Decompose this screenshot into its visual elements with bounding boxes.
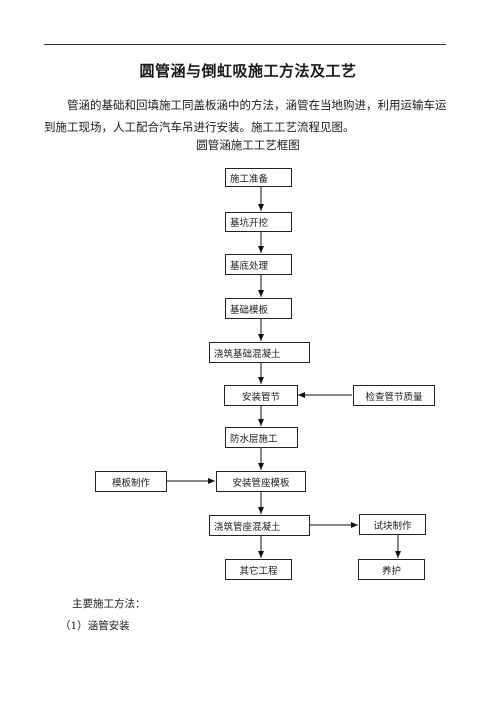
header-rule: [44, 44, 446, 45]
section-item-1: （1）涵管安装: [60, 620, 130, 632]
figure-caption: 圆管涵施工工艺框图: [196, 138, 300, 152]
flow-step-pour-foundation: 浇筑基础混凝土: [209, 342, 310, 363]
flow-step-pour-seat: 浇筑管座混凝土: [209, 515, 310, 536]
flow-step-foundation-formwork: 基础模板: [225, 298, 292, 319]
flow-side-inspect-quality: 检查管节质量: [353, 385, 435, 406]
intro-paragraph: 管涵的基础和回填施工同盖板涵中的方法，涵管在当地购进，利用运输车运到施工现场，人…: [44, 98, 447, 134]
flow-step-install-pipe: 安装管节: [224, 385, 298, 406]
flow-side-formwork-making: 模板制作: [95, 471, 167, 492]
flow-step-base-treatment: 基底处理: [225, 254, 292, 275]
flow-step-prepare: 施工准备: [225, 168, 292, 187]
flow-step-other-works: 其它工程: [225, 559, 292, 580]
flow-side-curing: 养护: [358, 559, 425, 580]
main-methods-heading: 主要施工方法：: [72, 598, 146, 610]
flow-side-test-block: 试块制作: [359, 514, 426, 535]
flow-step-install-seat-formwork: 安装管座模板: [216, 471, 306, 492]
document-title: 圆管涵与倒虹吸施工方法及工艺: [139, 62, 357, 80]
flow-step-excavation: 基坑开挖: [225, 212, 292, 232]
flow-step-waterproofing: 防水层施工: [225, 427, 298, 448]
